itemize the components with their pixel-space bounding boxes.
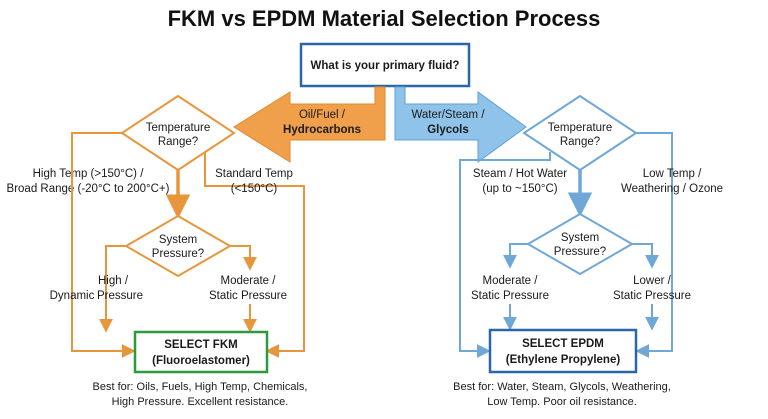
- water-arrow-label-1: Water/Steam /: [411, 109, 485, 121]
- fkm-note-line1: Best for: Oils, Fuels, High Temp, Chemic…: [93, 381, 308, 393]
- water-branch-arrow: [394, 86, 527, 163]
- epdm-lower-path: [632, 243, 659, 269]
- epdm-moderate-label-1: Moderate /: [483, 275, 539, 287]
- diagram-title: FKM vs EPDM Material Selection Process: [168, 6, 601, 31]
- fkm-high-pressure-label-2: Pressure: [97, 290, 143, 302]
- epdm-note-line2: Low Temp. Poor oil resistance.: [487, 396, 637, 408]
- epdm-steam-label-2: (up to ~150°C): [482, 183, 557, 195]
- oil-branch-arrow: [233, 86, 386, 163]
- fkm-high-pressure-path: [99, 245, 126, 333]
- epdm-temp-diamond-line2: Range?: [560, 136, 600, 148]
- start-box: [299, 42, 471, 88]
- epdm-note-line1: Best for: Water, Steam, Glycols, Weather…: [453, 381, 671, 393]
- epdm-result-line1: SELECT EPDM: [522, 338, 604, 350]
- fkm-std-temp-path: [204, 152, 305, 358]
- epdm-lower-label-2: Static Pressure: [613, 290, 691, 302]
- epdm-result-box: [488, 328, 638, 374]
- fkm-result-box: [133, 330, 269, 374]
- water-arrow-label-2: Glycols: [427, 124, 469, 136]
- fkm-result-line2: (Fluoroelastomer): [152, 355, 250, 367]
- oil-arrow-label-1: Oil/Fuel /: [299, 109, 346, 121]
- oil-arrow-label-2: Hydrocarbons: [283, 124, 361, 136]
- fkm-result-line1: SELECT FKM: [164, 339, 237, 351]
- fkm-moderate-label-1: Moderate /: [221, 275, 277, 287]
- start-question: What is your primary fluid?: [311, 60, 460, 72]
- epdm-temp-diamond-line1: Temperature: [548, 122, 613, 134]
- epdm-low-temp-label-1: Low Temp /: [643, 168, 702, 180]
- fkm-high-temp-label-2: Broad Range (-20°C to 200°C+): [7, 183, 170, 195]
- epdm-result-line2: (Ethylene Propylene): [506, 354, 621, 366]
- fkm-dynamic-label: Dynamic: [50, 290, 95, 302]
- epdm-pressure-diamond: [525, 212, 635, 276]
- fkm-note-line2: High Pressure. Excellent resistance.: [112, 396, 289, 408]
- fkm-high-pressure-label-1: High /: [98, 275, 129, 287]
- epdm-low-temp-path: [635, 132, 673, 358]
- fkm-temp-diamond-line2: Range?: [158, 136, 198, 148]
- fkm-moderate-label-2: Static Pressure: [209, 290, 287, 302]
- fkm-temp-diamond-line1: Temperature: [146, 122, 211, 134]
- fkm-pressure-diamond-line2: Pressure?: [152, 248, 204, 260]
- epdm-moderate-path: [503, 243, 528, 269]
- epdm-moderate-label-2: Static Pressure: [471, 290, 549, 302]
- fkm-dynamic-path: [71, 132, 136, 358]
- epdm-steam-label-1: Steam / Hot Water: [473, 168, 567, 180]
- epdm-left-path: [459, 152, 551, 358]
- fkm-high-temp-label-1: High Temp (>150°C) /: [33, 168, 145, 180]
- epdm-low-temp-label-2: Weathering / Ozone: [621, 183, 723, 195]
- fkm-moderate-path: [230, 245, 257, 271]
- epdm-pressure-diamond-line1: System: [561, 232, 599, 244]
- fkm-std-temp-label-1: Standard Temp: [215, 168, 293, 180]
- fkm-std-temp-label-2: (<150°C): [231, 183, 278, 195]
- epdm-lower-label-1: Lower /: [633, 275, 672, 287]
- fkm-pressure-diamond: [123, 214, 233, 278]
- fkm-pressure-diamond-line1: System: [159, 234, 197, 246]
- epdm-pressure-diamond-line2: Pressure?: [554, 246, 606, 258]
